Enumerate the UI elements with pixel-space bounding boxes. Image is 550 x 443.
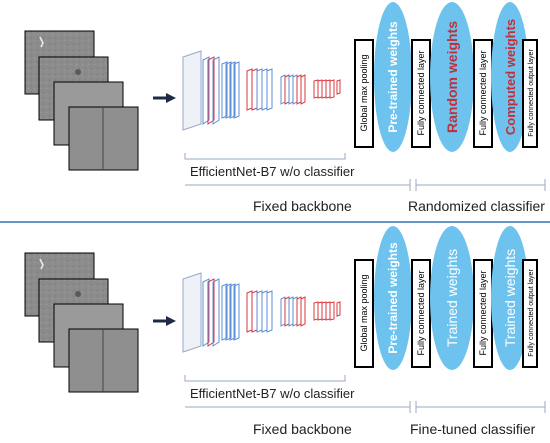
panel-randomized: EfficientNet-B7 w/o classifier Fixed bac…: [24, 2, 546, 214]
backbone-network: [182, 272, 341, 353]
input-image-stack: [24, 252, 139, 393]
weights-ellipse-1: [374, 226, 412, 370]
weights-ellipse-2: [430, 226, 474, 370]
arrow-icon: [153, 316, 176, 326]
fc-layer-2-label: Fully connected layer: [478, 270, 488, 355]
fc-layer-2-label: Fully connected layer: [478, 50, 488, 135]
fc-layer-1-label: Fully connected layer: [416, 270, 426, 355]
panel-fine-tuned: EfficientNet-B7 w/o classifier Fixed bac…: [24, 226, 546, 437]
backbone-network: [182, 50, 341, 131]
backbone-caption: EfficientNet-B7 w/o classifier: [190, 164, 355, 179]
weights-2-label: Random weights: [444, 21, 460, 133]
input-image-stack: [24, 30, 139, 171]
backbone-bracket: [184, 153, 346, 160]
output-layer: [522, 39, 538, 148]
fc-layer-1-label: Fully connected layer: [416, 50, 426, 135]
output-layer-label: Fully connected output layer: [528, 269, 535, 357]
backbone-caption: EfficientNet-B7 w/o classifier: [190, 386, 355, 401]
output-layer-label: Fully connected output layer: [528, 49, 535, 137]
weights-ellipse-1: [374, 2, 412, 152]
output-layer: [522, 259, 538, 368]
fc-layer-1: [411, 39, 431, 148]
backbone-label: Fixed backbone: [253, 421, 352, 437]
classifier-label: Fine-tuned classifier: [410, 421, 536, 437]
pooling-layer: [354, 39, 374, 148]
weights-1-label: Pre-trained weights: [386, 242, 400, 354]
weights-ellipse-3: [491, 226, 529, 370]
arrow-icon: [153, 93, 176, 103]
pooling-layer: [354, 259, 374, 368]
pooling-layer-label: Global max pooling: [359, 274, 369, 351]
classifier-stack: Global max pooling Pre-trained weights F…: [354, 2, 538, 152]
weights-ellipse-2: [430, 2, 474, 152]
weights-3-label: Computed weights: [503, 19, 518, 135]
weights-2-label: Trained weights: [444, 249, 460, 347]
weights-1-label: Pre-trained weights: [386, 21, 400, 133]
pooling-layer-label: Global max pooling: [359, 54, 369, 131]
weights-ellipse-3: [491, 2, 529, 152]
classifier-stack: Global max pooling Pre-trained weights F…: [354, 226, 538, 370]
weights-3-label: Trained weights: [502, 249, 518, 347]
backbone-bracket: [184, 375, 346, 382]
fc-layer-1: [411, 259, 431, 368]
classifier-label: Randomized classifier: [408, 198, 545, 214]
backbone-label: Fixed backbone: [253, 198, 352, 214]
